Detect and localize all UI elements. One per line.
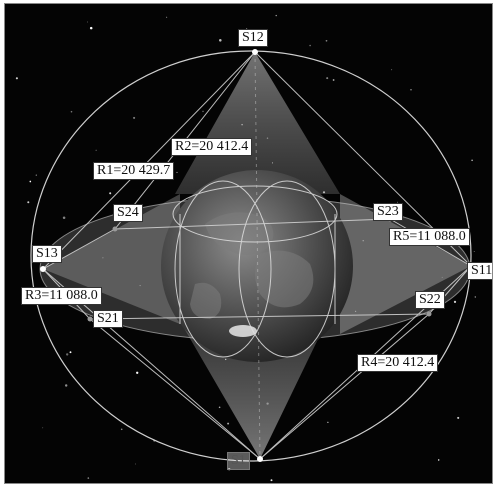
- star: [102, 257, 104, 259]
- star: [95, 149, 97, 151]
- star: [109, 192, 112, 195]
- coverage-cone-s13: [43, 194, 180, 324]
- star: [176, 171, 178, 173]
- satellite-s22-marker: [426, 311, 432, 317]
- star: [89, 26, 93, 30]
- label-s21: S21: [93, 310, 123, 328]
- star: [437, 459, 440, 461]
- coverage-cone-s11: [340, 194, 471, 334]
- range-r4: R4=20 412.4: [357, 354, 439, 372]
- star: [64, 384, 68, 387]
- star: [70, 110, 73, 113]
- label-s22: S22: [415, 291, 445, 309]
- star: [332, 79, 335, 81]
- star: [397, 201, 398, 203]
- satellite-s13-marker: [40, 266, 46, 272]
- label-s24: S24: [113, 204, 143, 222]
- star: [120, 428, 123, 431]
- space-background: S12 S13 S11 S1 S21 S22 S24 S23 R2=20 412…: [4, 3, 493, 484]
- star: [219, 39, 222, 42]
- satellite-s24-marker: [112, 226, 118, 232]
- star: [354, 310, 357, 313]
- range-r1: R1=20 429.7: [93, 162, 175, 180]
- star: [134, 463, 136, 465]
- star: [42, 427, 44, 429]
- coverage-footprints: [172, 180, 338, 358]
- label-s13: S13: [32, 245, 62, 263]
- star: [391, 69, 393, 71]
- star: [136, 371, 139, 374]
- star: [69, 351, 72, 354]
- star: [227, 422, 230, 425]
- star: [410, 89, 412, 91]
- star: [87, 477, 90, 479]
- star: [362, 240, 364, 242]
- satellite-s21-marker: [87, 316, 93, 322]
- star: [66, 353, 69, 356]
- label-s1: S1: [227, 452, 250, 470]
- orbit-graphic: [15, 14, 476, 482]
- star: [270, 479, 273, 482]
- label-s12: S12: [238, 29, 268, 47]
- star: [166, 16, 168, 18]
- star: [474, 296, 476, 298]
- earth-glow: [229, 325, 257, 337]
- star: [29, 180, 32, 183]
- satellite-s12-marker: [252, 49, 258, 55]
- star: [441, 276, 443, 278]
- star: [471, 159, 473, 162]
- star: [218, 406, 221, 409]
- star: [87, 21, 88, 23]
- star: [133, 116, 136, 119]
- star: [62, 216, 66, 219]
- star: [275, 14, 277, 17]
- label-s23: S23: [373, 203, 403, 221]
- star: [326, 77, 329, 80]
- label-s11: S11: [467, 262, 492, 280]
- range-r2: R2=20 412.4: [171, 138, 253, 156]
- star: [453, 300, 457, 304]
- star: [27, 201, 30, 204]
- star: [309, 44, 311, 47]
- coverage-cone-s12: [175, 52, 340, 194]
- star: [325, 39, 328, 42]
- satellite-s1-marker: [257, 456, 263, 462]
- star: [15, 77, 18, 80]
- range-r5: R5=11 088.0: [389, 228, 470, 246]
- star: [202, 110, 204, 113]
- star: [457, 416, 460, 419]
- star: [327, 421, 329, 423]
- range-r3: R3=11 088.0: [21, 287, 102, 305]
- polar-orbit: [30, 50, 472, 462]
- star: [35, 174, 37, 176]
- star: [473, 250, 475, 252]
- star: [139, 285, 141, 287]
